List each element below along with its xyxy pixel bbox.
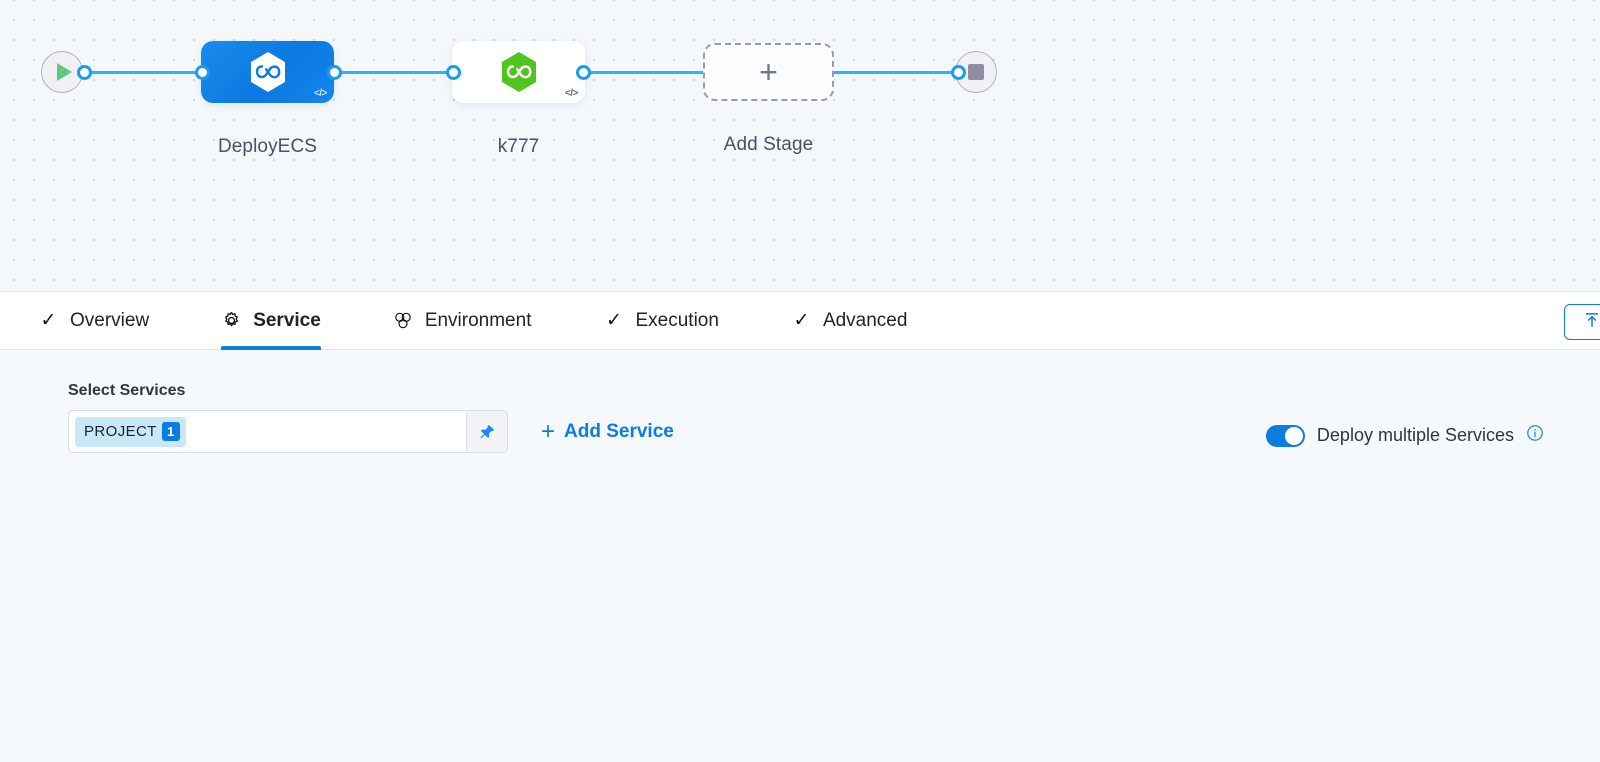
toggle-knob: [1284, 426, 1303, 445]
add-service-button[interactable]: + Add Service: [541, 410, 674, 453]
harness-hexagon-green-icon: [499, 50, 539, 94]
service-chip-project[interactable]: PROJECT 1: [75, 416, 186, 447]
services-pin-button[interactable]: [466, 411, 507, 452]
add-stage-node[interactable]: +: [703, 43, 834, 101]
tab-execution[interactable]: ✓ Execution: [603, 292, 748, 349]
tab-label: Execution: [635, 309, 719, 331]
edge-k777-to-addstage: [582, 71, 707, 74]
tab-label: Overview: [70, 309, 150, 331]
port-start-out[interactable]: [77, 65, 92, 80]
chip-label: PROJECT: [84, 423, 157, 440]
port-k777-in[interactable]: [446, 65, 461, 80]
pipeline-canvas[interactable]: </> DeployECS </> k777 + Add Stage: [0, 0, 1600, 292]
stage-node-k777[interactable]: </>: [452, 41, 585, 103]
tab-service[interactable]: Service: [221, 292, 351, 350]
tab-environment[interactable]: Environment: [393, 292, 562, 349]
add-stage-label: Add Stage: [723, 134, 814, 155]
info-icon[interactable]: [1526, 424, 1544, 447]
edge-addstage-to-end: [830, 71, 958, 74]
pin-icon: [480, 424, 495, 438]
environment-icon: [393, 311, 414, 330]
stage-label-deployecs: DeployECS: [217, 136, 318, 157]
upload-icon: [1583, 311, 1600, 334]
play-icon: [57, 63, 72, 81]
tab-overview[interactable]: ✓ Overview: [38, 292, 179, 349]
check-icon: ✓: [40, 310, 57, 331]
service-config-panel: Select Services PROJECT 1 + Add Service …: [0, 350, 1600, 762]
port-deployecs-in[interactable]: [195, 65, 210, 80]
code-badge-icon: </>: [314, 88, 327, 99]
deploy-multiple-services-row: Deploy multiple Services: [1265, 424, 1544, 447]
tab-label: Environment: [424, 309, 532, 331]
tab-label: Service: [253, 309, 321, 331]
add-service-label: Add Service: [564, 420, 674, 442]
select-services-row: PROJECT 1 + Add Service: [0, 410, 1600, 453]
services-multiselect[interactable]: PROJECT 1: [68, 410, 508, 453]
stage-label-k777: k777: [497, 136, 540, 157]
plus-icon: +: [541, 417, 556, 445]
stage-node-deployecs[interactable]: </>: [201, 41, 334, 103]
tab-label: Advanced: [822, 309, 908, 331]
port-end-in[interactable]: [951, 65, 966, 80]
port-deployecs-out[interactable]: [327, 65, 342, 80]
save-button[interactable]: S: [1563, 304, 1600, 340]
edge-start-to-deployecs: [84, 71, 206, 74]
check-icon: ✓: [606, 310, 622, 331]
select-services-label: Select Services: [68, 382, 186, 399]
deploy-multiple-services-toggle[interactable]: [1265, 424, 1305, 447]
tab-advanced[interactable]: ✓ Advanced: [791, 292, 938, 349]
stop-icon: [968, 64, 984, 80]
harness-hexagon-icon: [248, 50, 288, 94]
gear-icon: [221, 311, 242, 330]
code-badge-icon: </>: [565, 88, 578, 99]
stage-tabs: ✓ Overview Service Environment ✓ Executi…: [0, 292, 1600, 350]
deploy-multiple-services-label: Deploy multiple Services: [1316, 425, 1514, 445]
chip-count-badge: 1: [161, 422, 180, 441]
edge-deployecs-to-k777: [333, 71, 458, 74]
port-k777-out[interactable]: [576, 65, 591, 80]
check-icon: ✓: [793, 310, 810, 331]
pipeline-start-node[interactable]: [41, 51, 83, 93]
plus-icon: +: [759, 54, 778, 90]
